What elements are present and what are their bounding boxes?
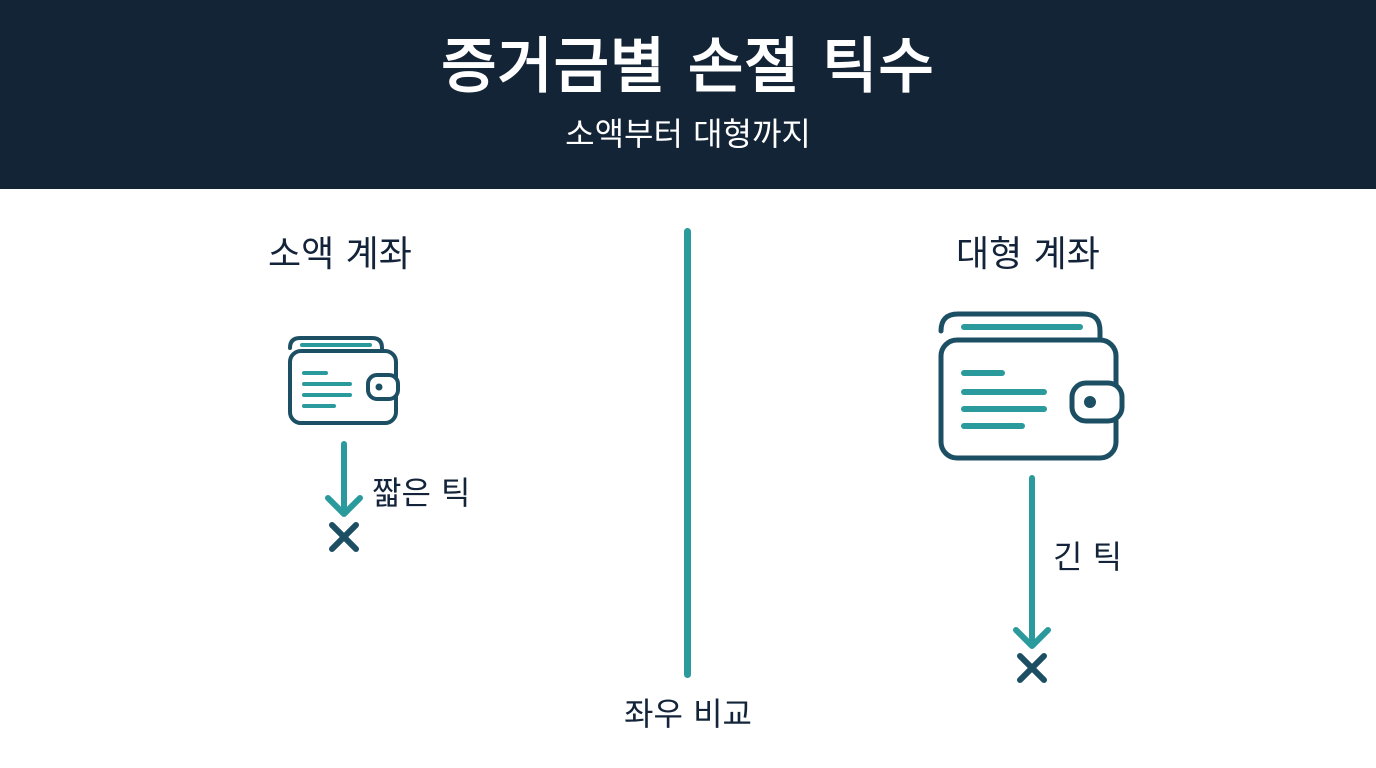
short-tick-arrow: [325, 441, 363, 517]
small-account-heading: 소액 계좌: [268, 234, 412, 275]
x-icon: [1017, 653, 1047, 683]
large-account-heading: 대형 계좌: [956, 234, 1100, 275]
page-subtitle: 소액부터 대형까지: [565, 115, 811, 153]
comparison-caption: 좌우 비교: [624, 695, 752, 733]
long-tick-arrow: [1013, 475, 1051, 649]
center-divider: [684, 228, 691, 678]
wallet-icon: [288, 336, 400, 425]
page-title: 증거금별 손절 틱수: [441, 32, 935, 102]
wallet-icon: [938, 311, 1125, 461]
long-tick-label: 긴 틱: [1053, 538, 1123, 576]
header-banner: 증거금별 손절 틱수 소액부터 대형까지: [0, 0, 1376, 189]
x-icon: [329, 522, 359, 552]
short-tick-label: 짧은 틱: [372, 474, 471, 512]
